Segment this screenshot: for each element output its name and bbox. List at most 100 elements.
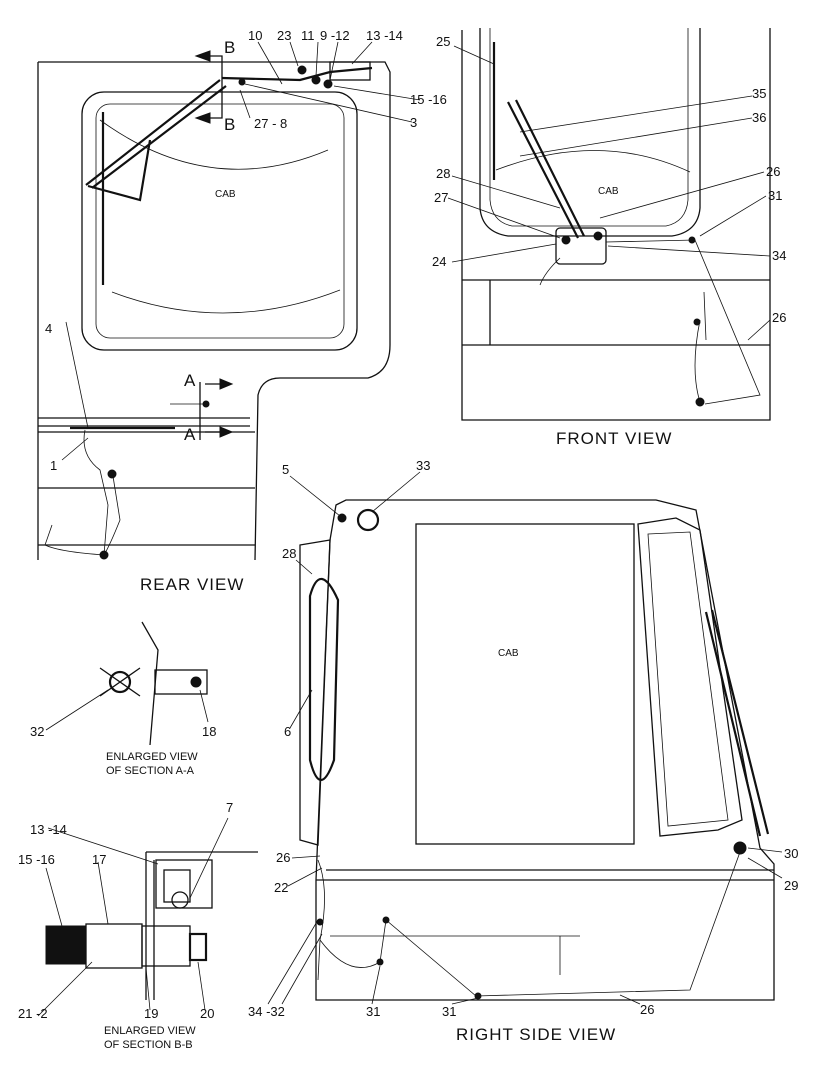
callout-26-side-2: 26 xyxy=(640,1002,654,1017)
callout-27-8: 27 - 8 xyxy=(254,116,287,131)
callout-31-side-1: 31 xyxy=(366,1004,380,1019)
callout-26-front-2: 26 xyxy=(772,310,786,325)
rear-drive-rod xyxy=(221,66,373,82)
callout-19: 19 xyxy=(144,1006,158,1021)
side-cab-label: CAB xyxy=(498,648,519,659)
section-a-label-top: A xyxy=(184,371,196,390)
front-view-title: FRONT VIEW xyxy=(556,429,672,448)
section-b-b: 13 -14 7 15 -16 17 21 -2 19 20 ENLARGED … xyxy=(18,800,258,1051)
callout-13-14: 13 -14 xyxy=(366,28,403,43)
callout-11: 11 xyxy=(301,28,315,43)
callout-25: 25 xyxy=(436,34,450,49)
rear-motor xyxy=(329,61,371,81)
callout-29: 29 xyxy=(784,878,798,893)
callout-28-front: 28 xyxy=(436,166,450,181)
sec-b-caption-2: OF SECTION B-B xyxy=(104,1039,193,1051)
callout-13-14-b: 13 -14 xyxy=(30,822,67,837)
callout-26-side: 26 xyxy=(276,850,290,865)
front-wipe-arc xyxy=(495,150,691,173)
rear-wiper-arm xyxy=(85,79,227,202)
rear-hose xyxy=(83,429,121,556)
side-rear-motor xyxy=(733,841,747,855)
callout-22: 22 xyxy=(274,880,288,895)
front-clip-mid xyxy=(693,318,701,326)
rear-lower-panel xyxy=(38,487,255,546)
section-b-arrow-top xyxy=(194,50,211,62)
rear-view-title: REAR VIEW xyxy=(140,575,244,594)
sec-b-nut xyxy=(85,923,143,969)
callout-34-32: 34 -32 xyxy=(248,1004,285,1019)
rear-pivot xyxy=(238,78,246,86)
side-leaders xyxy=(267,471,783,1005)
rear-wipe-arc-top xyxy=(99,119,329,170)
callout-28-side: 28 xyxy=(282,546,296,561)
section-b-line xyxy=(200,55,223,119)
side-clip-4 xyxy=(316,918,324,926)
rear-lower-hose xyxy=(44,524,106,556)
rear-view: B B A A CAB 10 23 11 9 -12 13 -14 15 -16… xyxy=(37,28,447,594)
sec-a-caption-2: OF SECTION A-A xyxy=(106,765,195,777)
sec-a-leaders xyxy=(45,689,209,731)
callout-10: 10 xyxy=(248,28,262,43)
section-a-a: 32 18 ENLARGED VIEW OF SECTION A-A xyxy=(30,621,216,777)
callout-7: 7 xyxy=(226,800,233,815)
side-lower-panel xyxy=(330,935,580,975)
callout-15-16: 15 -16 xyxy=(410,92,447,107)
callout-30: 30 xyxy=(784,846,798,861)
side-front-wiper xyxy=(308,577,340,782)
rear-clip-1 xyxy=(107,469,117,479)
side-rear-window-inner xyxy=(647,531,729,827)
sec-a-body xyxy=(154,669,208,695)
side-front-panel xyxy=(299,539,331,846)
side-clip-2 xyxy=(376,958,384,966)
callout-26-front: 26 xyxy=(766,164,780,179)
callout-27: 27 xyxy=(434,190,448,205)
front-lower-panel xyxy=(462,279,770,346)
callout-5: 5 xyxy=(282,462,289,477)
section-b-arrow-bottom xyxy=(194,112,211,124)
section-b-label-top: B xyxy=(224,38,236,57)
callout-31-front: 31 xyxy=(768,188,782,203)
callout-24: 24 xyxy=(432,254,446,269)
front-bolt-27 xyxy=(561,235,571,245)
rear-bolt-23 xyxy=(297,65,307,75)
sec-a-panel xyxy=(141,621,159,746)
sec-a-caption-1: ENLARGED VIEW xyxy=(106,751,198,763)
side-rear-wiper xyxy=(704,609,770,837)
sec-b-leaders xyxy=(37,817,229,1017)
sec-a-nut xyxy=(108,670,132,694)
front-wires xyxy=(539,257,707,403)
front-cab-label: CAB xyxy=(598,186,619,197)
callout-31-side-2: 31 xyxy=(442,1004,456,1019)
side-door xyxy=(415,523,635,845)
section-b-label-bottom: B xyxy=(224,115,236,134)
callout-34-front: 34 xyxy=(772,248,786,263)
right-side-view-title: RIGHT SIDE VIEW xyxy=(456,1025,616,1044)
rear-wipe-arc-bottom xyxy=(111,289,341,314)
sec-b-body xyxy=(141,925,191,967)
rear-window-inner xyxy=(95,103,345,339)
right-side-view: CAB 5 33 28 6 26 22 34 -32 31 31 26 30 2… xyxy=(248,458,798,1044)
callout-21-2: 21 -2 xyxy=(18,1006,48,1021)
front-wiper-arm xyxy=(507,99,585,239)
sec-b-hole xyxy=(171,891,189,909)
callout-15-16-b: 15 -16 xyxy=(18,852,55,867)
sec-b-knob xyxy=(188,932,208,962)
section-a-label-bottom: A xyxy=(184,425,196,444)
front-motor xyxy=(555,227,607,265)
callout-36: 36 xyxy=(752,110,766,125)
sec-b-block xyxy=(163,869,191,903)
side-belt-line xyxy=(316,869,774,881)
rear-leaders xyxy=(61,41,421,461)
sec-b-connector xyxy=(45,925,87,965)
rear-cab-label: CAB xyxy=(215,189,236,200)
front-bolt-26 xyxy=(593,231,603,241)
side-clip-3 xyxy=(474,992,482,1000)
sec-b-plate xyxy=(155,859,213,909)
section-a-arrow-shafts xyxy=(205,383,228,433)
rear-cab-outline xyxy=(37,61,391,561)
front-window-outer xyxy=(479,28,701,237)
callout-32: 32 xyxy=(30,724,44,739)
callout-4: 4 xyxy=(45,321,52,336)
